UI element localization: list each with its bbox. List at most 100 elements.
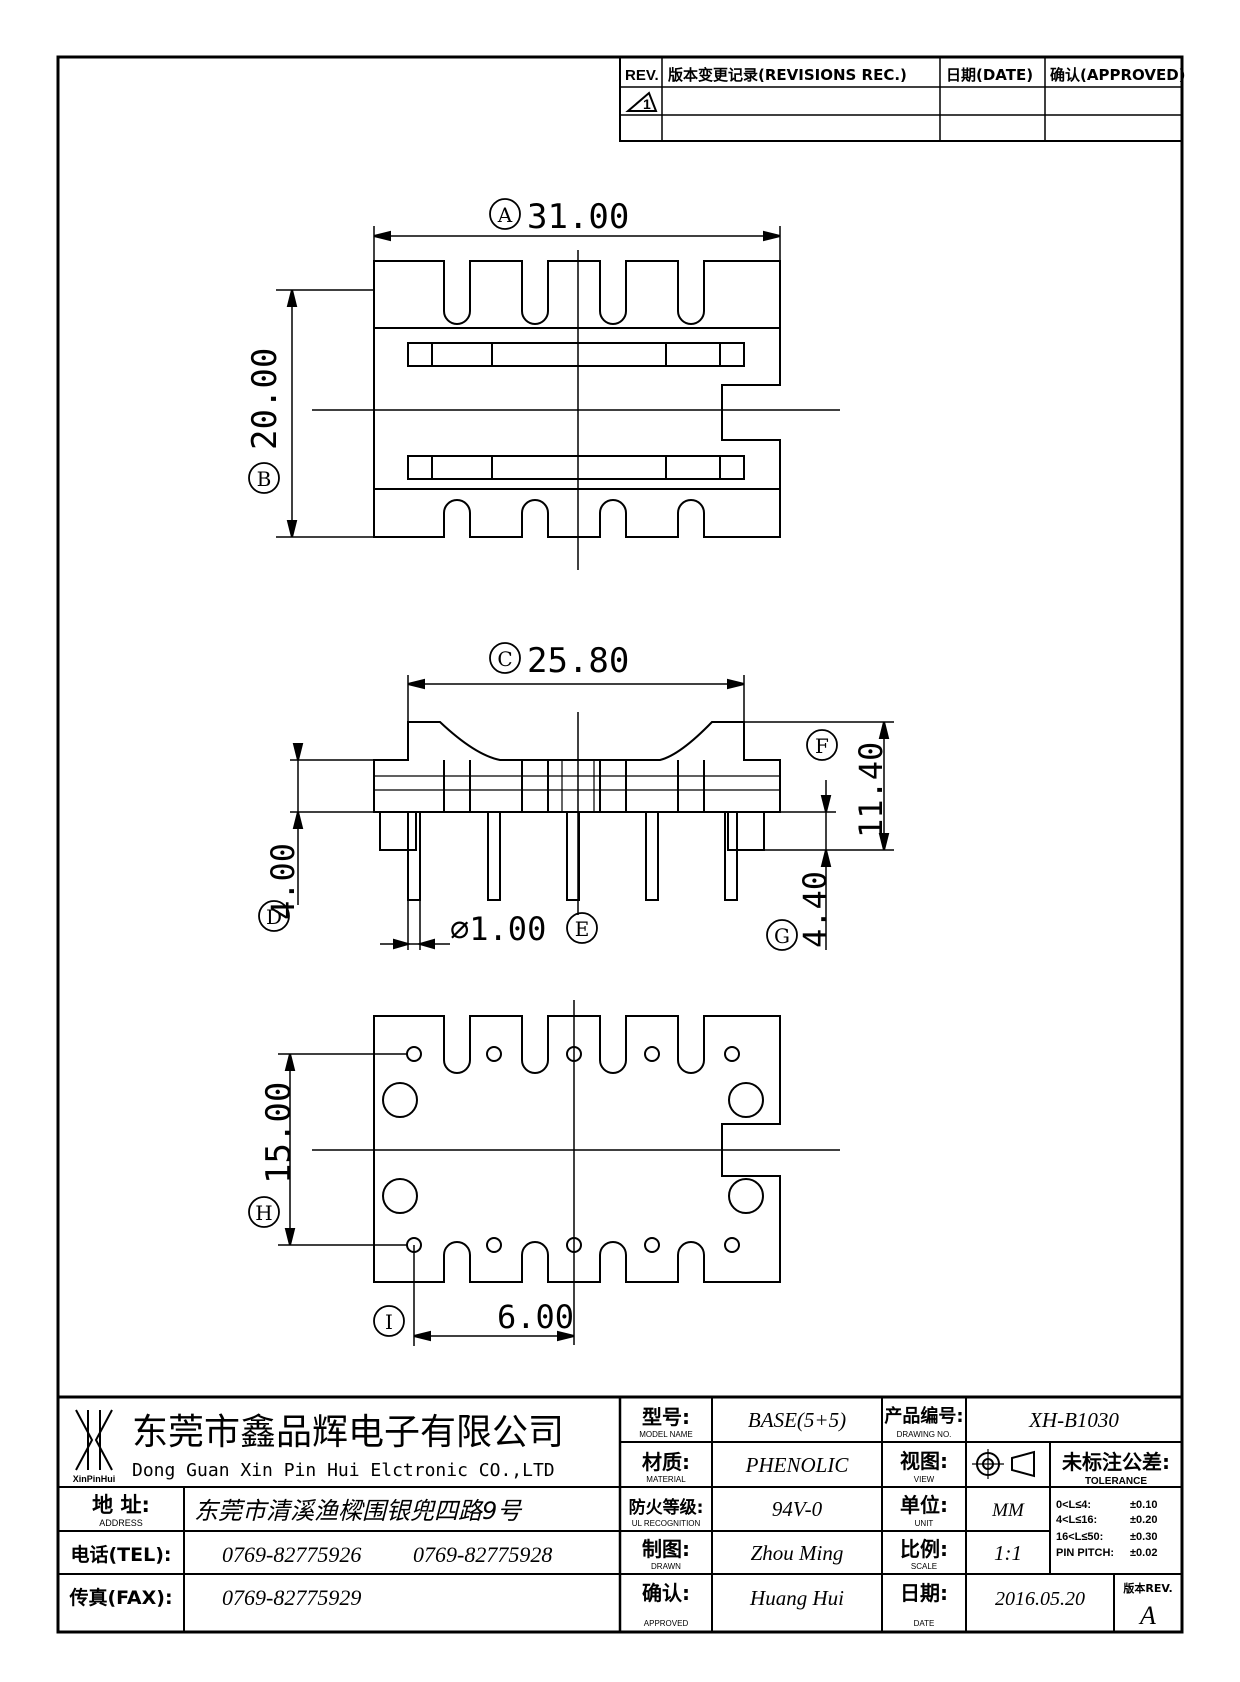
address-label-en: ADDRESS — [99, 1518, 143, 1528]
side-view-body — [373, 721, 781, 813]
view-label: 视图: — [900, 1449, 948, 1473]
dim-g-value: 4.40 — [796, 871, 834, 948]
bottom-view — [278, 1000, 840, 1346]
rec-header: 版本变更记录(REVISIONS REC.) — [668, 66, 907, 84]
drawing-no-value: XH-B1030 — [1028, 1408, 1119, 1432]
tolerance-range: PIN PITCH: — [1056, 1547, 1114, 1559]
fax-value: 0769-82775929 — [222, 1585, 361, 1610]
dim-f-label: F 11.40 — [806, 729, 890, 838]
company-name-en: Dong Guan Xin Pin Hui Elctronic CO.,LTD — [132, 1460, 555, 1481]
revision-block: REV. 版本变更记录(REVISIONS REC.) 日期(DATE) 确认(… — [619, 56, 1186, 142]
view-label-en: VIEW — [914, 1475, 935, 1484]
bottom-view-outline — [373, 1015, 781, 1283]
tolerance-label-en: TOLERANCE — [1085, 1476, 1147, 1487]
date-value: 2016.05.20 — [995, 1588, 1085, 1610]
dim-b-letter: B — [257, 467, 272, 491]
pin-standoff-left — [379, 811, 417, 851]
dim-e-letter: E — [575, 917, 590, 941]
company-logo: XinPinHui — [73, 1409, 115, 1484]
dim-c-letter: C — [497, 647, 512, 671]
dim-i-letter: I — [385, 1310, 393, 1334]
revision-triangle-icon: 1 — [625, 91, 658, 112]
pin-hole — [724, 1237, 740, 1253]
dim-g-label: G 4.40 — [766, 871, 834, 951]
pin-holes-lower — [406, 1237, 740, 1253]
tolerance-range: 0<L≤4: — [1056, 1499, 1091, 1511]
standoff-holes — [382, 1082, 764, 1214]
tel-label: 电话(TEL): — [70, 1543, 171, 1566]
dim-i-value: 6.00 — [497, 1298, 574, 1336]
drawn-label-en: DRAWN — [651, 1562, 681, 1571]
scale-label: 比例: — [900, 1537, 948, 1561]
dim-a-letter: A — [497, 203, 513, 227]
tolerance-value: ±0.10 — [1130, 1499, 1157, 1511]
standoff-hole — [728, 1178, 764, 1214]
pin-standoff-right — [727, 811, 765, 851]
title-block — [56, 1395, 1184, 1634]
drawn-value: Zhou Ming — [751, 1541, 844, 1565]
pin — [566, 811, 580, 901]
pin-hole — [486, 1046, 502, 1062]
model-value: BASE(5+5) — [748, 1408, 846, 1432]
pin — [407, 811, 421, 901]
dim-c-value: 25.80 — [527, 641, 629, 681]
pin-hole — [644, 1237, 660, 1253]
pin-holes-upper — [406, 1046, 740, 1062]
material-value: PHENOLIC — [745, 1453, 850, 1477]
unit-label: 单位: — [900, 1493, 948, 1517]
dim-h-letter: H — [255, 1201, 272, 1225]
pin-hole — [406, 1046, 422, 1062]
pin — [487, 811, 501, 901]
dim-f-letter: F — [815, 734, 829, 758]
side-view — [290, 675, 894, 950]
tolerance-label: 未标注公差: — [1062, 1450, 1170, 1474]
dim-e-value: ⌀1.00 — [450, 910, 546, 948]
tolerance-value: ±0.30 — [1130, 1531, 1157, 1543]
dim-b-value: 20.00 — [245, 348, 285, 450]
approved-label-en: APPROVED — [644, 1619, 689, 1628]
pin — [645, 811, 659, 901]
scale-value: 1:1 — [994, 1541, 1022, 1565]
approved-value: Huang Hui — [749, 1586, 844, 1610]
material-label-en: MATERIAL — [646, 1475, 686, 1484]
dim-d-value: 4.00 — [264, 843, 302, 920]
flame-label: 防火等级: — [629, 1497, 704, 1518]
pins — [407, 811, 738, 901]
unit-label-en: UNIT — [915, 1519, 934, 1528]
drawing-no-label-en: DRAWING NO. — [897, 1430, 952, 1439]
standoff-hole — [382, 1082, 418, 1118]
dim-d-label: 4.00 D — [258, 843, 302, 932]
date-label-en: DATE — [914, 1619, 935, 1628]
top-view-outline — [373, 260, 781, 538]
pin — [724, 811, 738, 901]
standoff-hole — [728, 1082, 764, 1118]
flame-value: 94V-0 — [772, 1497, 823, 1521]
date-label: 日期: — [900, 1581, 948, 1605]
dim-b-label: 20.00 — [245, 348, 285, 450]
material-label: 材质: — [642, 1450, 690, 1474]
dim-d-letter: D — [266, 905, 282, 929]
scale-label-en: SCALE — [911, 1562, 937, 1571]
pin-hole — [724, 1046, 740, 1062]
tolerance-range: 4<L≤16: — [1056, 1514, 1097, 1526]
drawing-no-label: 产品编号: — [884, 1405, 963, 1427]
standoff-hole — [382, 1178, 418, 1214]
version-value: A — [1138, 1601, 1156, 1630]
unit-value: MM — [991, 1500, 1025, 1521]
dim-g-letter: G — [774, 924, 790, 948]
projection-symbol-icon — [972, 1449, 1035, 1479]
fax-label: 传真(FAX): — [68, 1586, 172, 1609]
approved-label: 确认: — [642, 1581, 690, 1605]
approved-header: 确认(APPROVED) — [1050, 66, 1186, 84]
top-slot-lower — [407, 455, 745, 480]
rev-header: REV. — [625, 67, 659, 84]
model-label: 型号: — [642, 1405, 690, 1429]
dim-a-value: 31.00 — [527, 197, 629, 237]
pin-hole — [644, 1046, 660, 1062]
model-label-en: MODEL NAME — [639, 1430, 693, 1439]
top-slot-upper — [407, 342, 745, 367]
top-view — [276, 226, 840, 570]
dim-a-label: A 31.00 — [489, 197, 629, 237]
tolerance-range: 16<L≤50: — [1056, 1531, 1103, 1543]
tolerance-table: 0<L≤4: ±0.10 4<L≤16: ±0.20 16<L≤50: ±0.3… — [1056, 1499, 1157, 1559]
